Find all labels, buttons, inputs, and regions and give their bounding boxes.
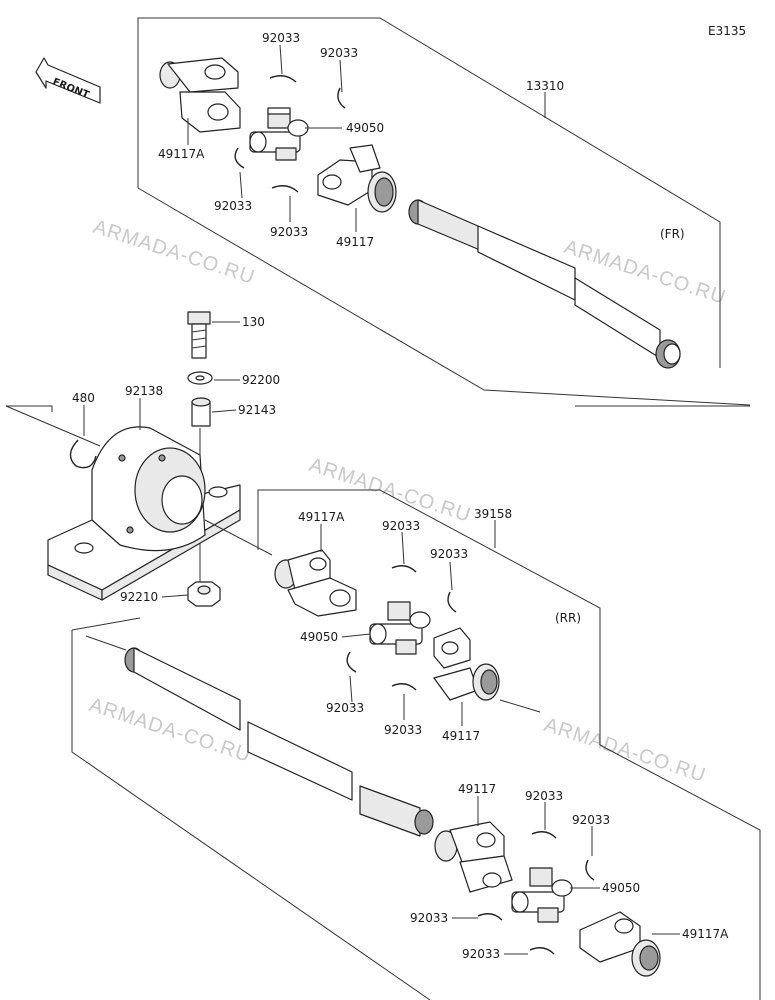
part-label: 92138 bbox=[125, 384, 163, 398]
part-label: 49050 bbox=[602, 881, 640, 895]
part-label: 92033 bbox=[410, 911, 448, 925]
watermark: ARMADA-CO.RU bbox=[90, 216, 257, 289]
cross-bearing-49050-front bbox=[249, 107, 309, 161]
part-label: 480 bbox=[72, 391, 95, 405]
part-label: 49050 bbox=[346, 121, 384, 135]
circlip-92033 bbox=[271, 185, 299, 193]
circlip-92033 bbox=[531, 831, 557, 839]
bearing-housing-92138 bbox=[47, 426, 241, 601]
drive-shaft-39158-rear bbox=[85, 635, 434, 837]
yoke-49117-rear-lower bbox=[434, 821, 513, 893]
part-label: 92033 bbox=[320, 46, 358, 60]
diagram-code: E3135 bbox=[708, 24, 746, 38]
yoke-49117A-front bbox=[159, 57, 241, 133]
part-label: 49117 bbox=[458, 782, 496, 796]
part-label: 92033 bbox=[214, 199, 252, 213]
circlip-92033 bbox=[391, 683, 417, 691]
circlip-92033 bbox=[234, 147, 245, 169]
rear-assembly-frame bbox=[71, 489, 761, 1000]
part-label: 49117 bbox=[336, 235, 374, 249]
drive-shaft-13310-front bbox=[408, 199, 681, 369]
part-label: 92033 bbox=[430, 547, 468, 561]
part-label: 92033 bbox=[262, 31, 300, 45]
bolt-130 bbox=[187, 311, 211, 359]
circlip-92033 bbox=[346, 651, 357, 673]
part-label: 92200 bbox=[242, 373, 280, 387]
part-label: 92033 bbox=[572, 813, 610, 827]
washer-92200 bbox=[187, 371, 213, 385]
part-label: 92033 bbox=[462, 947, 500, 961]
part-label: 13310 bbox=[526, 79, 564, 93]
cross-bearing-49050-rear-upper bbox=[369, 601, 431, 655]
yoke-49117A-rear-upper bbox=[274, 549, 357, 617]
circlip-92033 bbox=[269, 75, 297, 83]
cross-bearing-49050-rear-lower bbox=[511, 867, 573, 923]
part-label: 39158 bbox=[474, 507, 512, 521]
circlip-92033 bbox=[585, 859, 595, 881]
yoke-49117-rear-middle bbox=[433, 627, 500, 701]
circlip-92033 bbox=[337, 87, 346, 109]
front-arrow-icon: FRONT bbox=[35, 57, 101, 104]
part-label: 92033 bbox=[270, 225, 308, 239]
part-label: 92033 bbox=[382, 519, 420, 533]
yoke-49117-front bbox=[317, 144, 397, 213]
circlip-92033 bbox=[529, 947, 555, 955]
part-label: 92033 bbox=[384, 723, 422, 737]
part-label: 92143 bbox=[238, 403, 276, 417]
group-label-fr: (FR) bbox=[660, 227, 685, 241]
yoke-49117A-rear-lower bbox=[579, 911, 661, 977]
part-label: 92210 bbox=[120, 590, 158, 604]
part-label: 49117A bbox=[158, 147, 205, 161]
circlip-480 bbox=[69, 439, 97, 469]
part-label: 92033 bbox=[326, 701, 364, 715]
front-assembly-frame bbox=[137, 17, 751, 407]
watermark: ARMADA-CO.RU bbox=[541, 714, 708, 787]
circlip-92033 bbox=[391, 565, 417, 573]
nut-92210 bbox=[187, 581, 221, 607]
circlip-92033 bbox=[477, 913, 503, 921]
circlip-92033 bbox=[447, 591, 457, 613]
part-label: 49117A bbox=[298, 510, 345, 524]
group-label-rr: (RR) bbox=[555, 611, 581, 625]
part-label: 92033 bbox=[525, 789, 563, 803]
part-label: 49117 bbox=[442, 729, 480, 743]
collar-92143 bbox=[191, 397, 211, 427]
part-label: 130 bbox=[242, 315, 265, 329]
part-label: 49117A bbox=[682, 927, 729, 941]
part-label: 49050 bbox=[300, 630, 338, 644]
